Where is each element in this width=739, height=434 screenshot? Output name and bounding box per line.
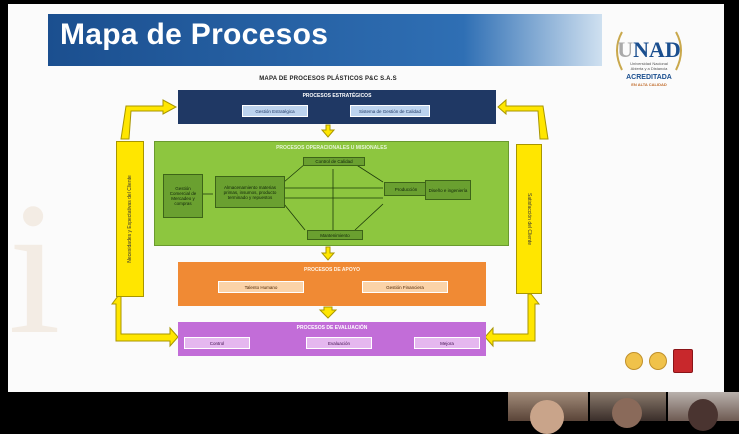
production-box: Producción [384,182,428,196]
participant-video-2[interactable] [590,392,666,428]
down-arrow-2 [320,246,336,261]
i-watermark-icon: i [8,164,61,374]
strategic-title: PROCESOS ESTRATÉGICOS [302,93,372,99]
top-right-arrow [497,98,549,140]
support-item: Talento Humano [218,281,304,293]
operational-flow-arrows [202,163,424,231]
evaluation-processes: PROCESOS DE EVALUACIÓN Control Evaluació… [178,322,486,356]
commercial-box: Gestión Comercial de Mercadeo y compras [163,174,203,218]
award-badge-icon [673,349,693,373]
storage-box: Almacenamiento materias primas, insumos,… [215,176,285,208]
customer-needs-bar: Necesidades y Expectativas del Cliente [116,141,144,297]
bottom-left-arrow [111,295,179,348]
quality-control-box: Control de Calidad [303,157,365,166]
support-item: Gestión Financiera [362,281,448,293]
participant-face [688,399,718,431]
double-arrow-3 [318,306,338,319]
evaluation-item: Control [184,337,250,349]
participant-video-1[interactable] [508,392,588,434]
strategic-processes: PROCESOS ESTRATÉGICOS Gestión Estratégic… [178,90,496,124]
laurel-icon [616,31,682,71]
logo-wordmark: UNAD [617,37,681,62]
presentation-slide: i Mapa de Procesos UNAD Universidad Naci… [8,4,724,392]
participant-face [612,398,642,428]
slide-header: Mapa de Procesos [48,14,602,66]
strategic-item: Gestión Estratégica [242,105,308,117]
evaluation-title: PROCESOS DE EVALUACIÓN [296,325,368,331]
accredited-label: ACREDITADA [626,74,672,81]
logo-line2: Abierta y a Distancia [630,66,668,71]
slide-title: Mapa de Procesos [60,18,329,51]
operational-title: PROCESOS OPERACIONALES U MISIONALES [276,145,387,151]
evaluation-item: Evaluación [306,337,372,349]
support-processes: PROCESOS DE APOYO Talento Humano Gestión… [178,262,486,306]
top-left-arrow [120,99,178,140]
operational-processes: PROCESOS OPERACIONALES U MISIONALES Cont… [154,141,509,246]
participant-face [530,400,564,434]
map-title: MAPA DE PROCESOS PLÁSTICOS P&C S.A.S [259,76,397,82]
certification-badge-icon [649,352,667,370]
customer-satisfaction-bar: Satisfacción del Cliente [516,144,542,294]
customer-needs-label: Necesidades y Expectativas del Cliente [127,175,133,263]
logo-line1: Universidad Nacional [630,61,668,66]
design-box: Diseño e ingeniería [425,180,471,200]
participant-video-3[interactable] [668,392,739,431]
down-arrow-1 [320,124,336,138]
customer-satisfaction-label: Satisfacción del Cliente [526,193,532,245]
support-title: PROCESOS DE APOYO [304,267,360,273]
bottom-right-arrow [484,293,541,348]
unad-logo-icon: UNAD Universidad Nacional Abierta y a Di… [608,20,690,90]
strategic-item: Sistema de Gestión de Calidad [350,105,430,117]
connector-arrows [111,98,549,348]
maintenance-box: Mantenimiento [307,230,363,240]
evaluation-item: Mejora [414,337,480,349]
quality-badge-icon [625,352,643,370]
certification-badges [625,348,697,378]
accredited-sub-label: EN ALTA CALIDAD [631,82,667,87]
